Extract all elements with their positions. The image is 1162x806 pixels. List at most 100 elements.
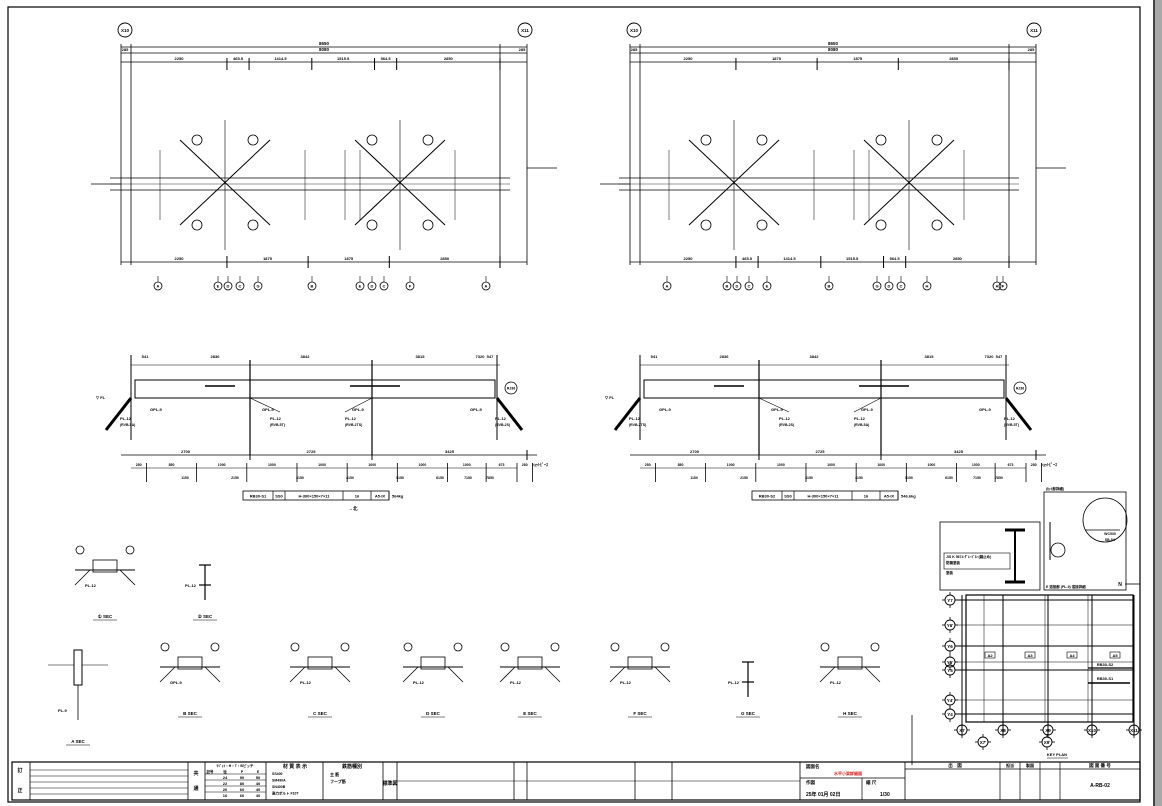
detail-title: (ｶｯﾄ部詳細) xyxy=(1046,486,1064,491)
cumulative-text: 3150 xyxy=(805,476,813,480)
weld-bubble xyxy=(820,642,830,652)
end-label: ｼｮｯﾄﾋﾟｰｽ xyxy=(532,461,548,467)
section-marker-label: C xyxy=(239,284,242,289)
dimension-text: 2250 xyxy=(684,256,694,261)
plate-ref: (RVB-5A) xyxy=(120,423,135,427)
weld-bubble xyxy=(125,545,135,555)
spec-text: JIS K 5674 ｸﾞﾚｰﾄﾞﾙｰ(錆止め) xyxy=(946,554,991,559)
section-plate xyxy=(627,656,653,670)
member-table-cell: SS0 xyxy=(275,494,283,499)
spec-box xyxy=(943,552,1011,570)
grid-label: Y4' xyxy=(947,698,954,703)
leader xyxy=(819,666,836,683)
section-label: D SEC xyxy=(426,711,441,716)
beam-elevation xyxy=(134,379,496,399)
cumulative-text: 4150 xyxy=(346,476,354,480)
leader xyxy=(609,666,626,683)
section-plate xyxy=(92,559,118,573)
weld-mark xyxy=(191,219,203,231)
dimension-text: 1000 xyxy=(827,463,835,467)
section-marker-label: E xyxy=(359,284,362,289)
area-tag xyxy=(984,651,996,659)
section-marker-label: A xyxy=(996,284,999,289)
gpl-label: GPL-9 xyxy=(861,407,874,412)
dimension-text: 1000 xyxy=(218,463,226,467)
section-marker-label: D xyxy=(227,284,230,289)
section-marker-label: A xyxy=(485,284,488,289)
section-note: PL-12 xyxy=(300,680,312,685)
weld-bubble xyxy=(75,545,85,555)
grid-bubble xyxy=(117,22,133,38)
dimension-text: 465.5 xyxy=(233,56,244,61)
end-label: ｼｮｯﾄﾋﾟｰｽ xyxy=(1041,461,1057,467)
material-item: 高力ボルト F10T xyxy=(272,791,300,796)
area-label: A3 xyxy=(1027,653,1033,658)
grid-label: Y6 xyxy=(947,644,953,649)
plate-label: PL-12 xyxy=(495,416,507,421)
dimension-text: 564.5 xyxy=(890,256,901,261)
dimension-text: 2700 xyxy=(181,449,191,454)
dimension-text: 850 xyxy=(169,463,175,467)
area-label: A4 xyxy=(1069,653,1075,658)
section-note: GPL-9 xyxy=(170,680,183,685)
section-label: E SEC xyxy=(523,711,537,716)
dimension-text: 1000 xyxy=(463,463,471,467)
dimension-text: 8650 xyxy=(319,41,330,46)
section-label: A SEC xyxy=(71,739,85,744)
section-marker-label: D xyxy=(371,284,374,289)
end-brace xyxy=(613,397,642,431)
member-table-cell: 16 xyxy=(864,494,869,499)
dimension-text: 1000 xyxy=(877,463,885,467)
common-label: 通 xyxy=(193,785,198,792)
dimension-text: 1000 xyxy=(268,463,276,467)
grid-label: Y7 xyxy=(947,598,953,603)
scale-label: 縮 尺 xyxy=(866,779,877,786)
plate-label: PL-12 xyxy=(779,416,791,421)
level-label: ▽ FL xyxy=(95,395,106,400)
grid-bubble xyxy=(1026,22,1042,38)
section-marker-label: B xyxy=(311,284,314,289)
member-table-cell: RB30-S1 xyxy=(250,494,267,499)
weld-bubble xyxy=(500,642,510,652)
cumulative-text: 7850 xyxy=(486,476,494,480)
pitch-cell: 60 xyxy=(240,787,245,792)
dimension-text: 280 xyxy=(1031,463,1037,467)
area-label: A5 xyxy=(1112,653,1118,658)
weld-bubble xyxy=(340,642,350,652)
leader xyxy=(499,666,516,683)
section-marker-label: H xyxy=(926,284,929,289)
section-marker-label: C xyxy=(748,284,751,289)
grid-label: X7 xyxy=(959,728,965,733)
level-label: ▽ FL xyxy=(604,395,615,400)
cumulative-text: 1150 xyxy=(690,476,698,480)
dimension-text: 3842 xyxy=(301,354,311,359)
plate-label: PL-12 xyxy=(1004,416,1016,421)
dimension-text: 2836 xyxy=(211,354,221,359)
revision-label: 訂 xyxy=(17,767,22,774)
joint-bubble xyxy=(1013,381,1027,395)
dimension-text: 7320 xyxy=(476,354,486,359)
grid-label: X10 xyxy=(630,28,639,33)
weld-mark xyxy=(422,134,434,146)
dimension-text: 7320 xyxy=(985,354,995,359)
dimension-text: 673 xyxy=(1008,463,1014,467)
dimension-text: 2250 xyxy=(175,256,185,261)
material-header: 材 質 表 示 xyxy=(283,763,307,770)
standard-label: 標準図 xyxy=(382,780,397,787)
leader xyxy=(119,569,136,586)
dimension-text: 1875 xyxy=(344,256,354,261)
scrollbar[interactable] xyxy=(1153,0,1162,806)
dimension-text: 1000 xyxy=(419,463,427,467)
weld-bubble xyxy=(160,642,170,652)
cumulative-text: 7150 xyxy=(464,476,472,480)
pitch-cell: 60 xyxy=(240,793,245,798)
key-plan-frame xyxy=(965,594,1134,723)
grid-label: X8 xyxy=(1000,728,1006,733)
dimension-text: 2850 xyxy=(440,256,450,261)
plate-label: PL-12 xyxy=(854,416,866,421)
section-plate xyxy=(177,656,203,670)
member-table-cell: A5-IX xyxy=(884,494,895,499)
cumulative-text: 1150 xyxy=(181,476,189,480)
plate-label: PL-12 xyxy=(120,416,132,421)
drawn-label: 作図 xyxy=(806,779,815,786)
